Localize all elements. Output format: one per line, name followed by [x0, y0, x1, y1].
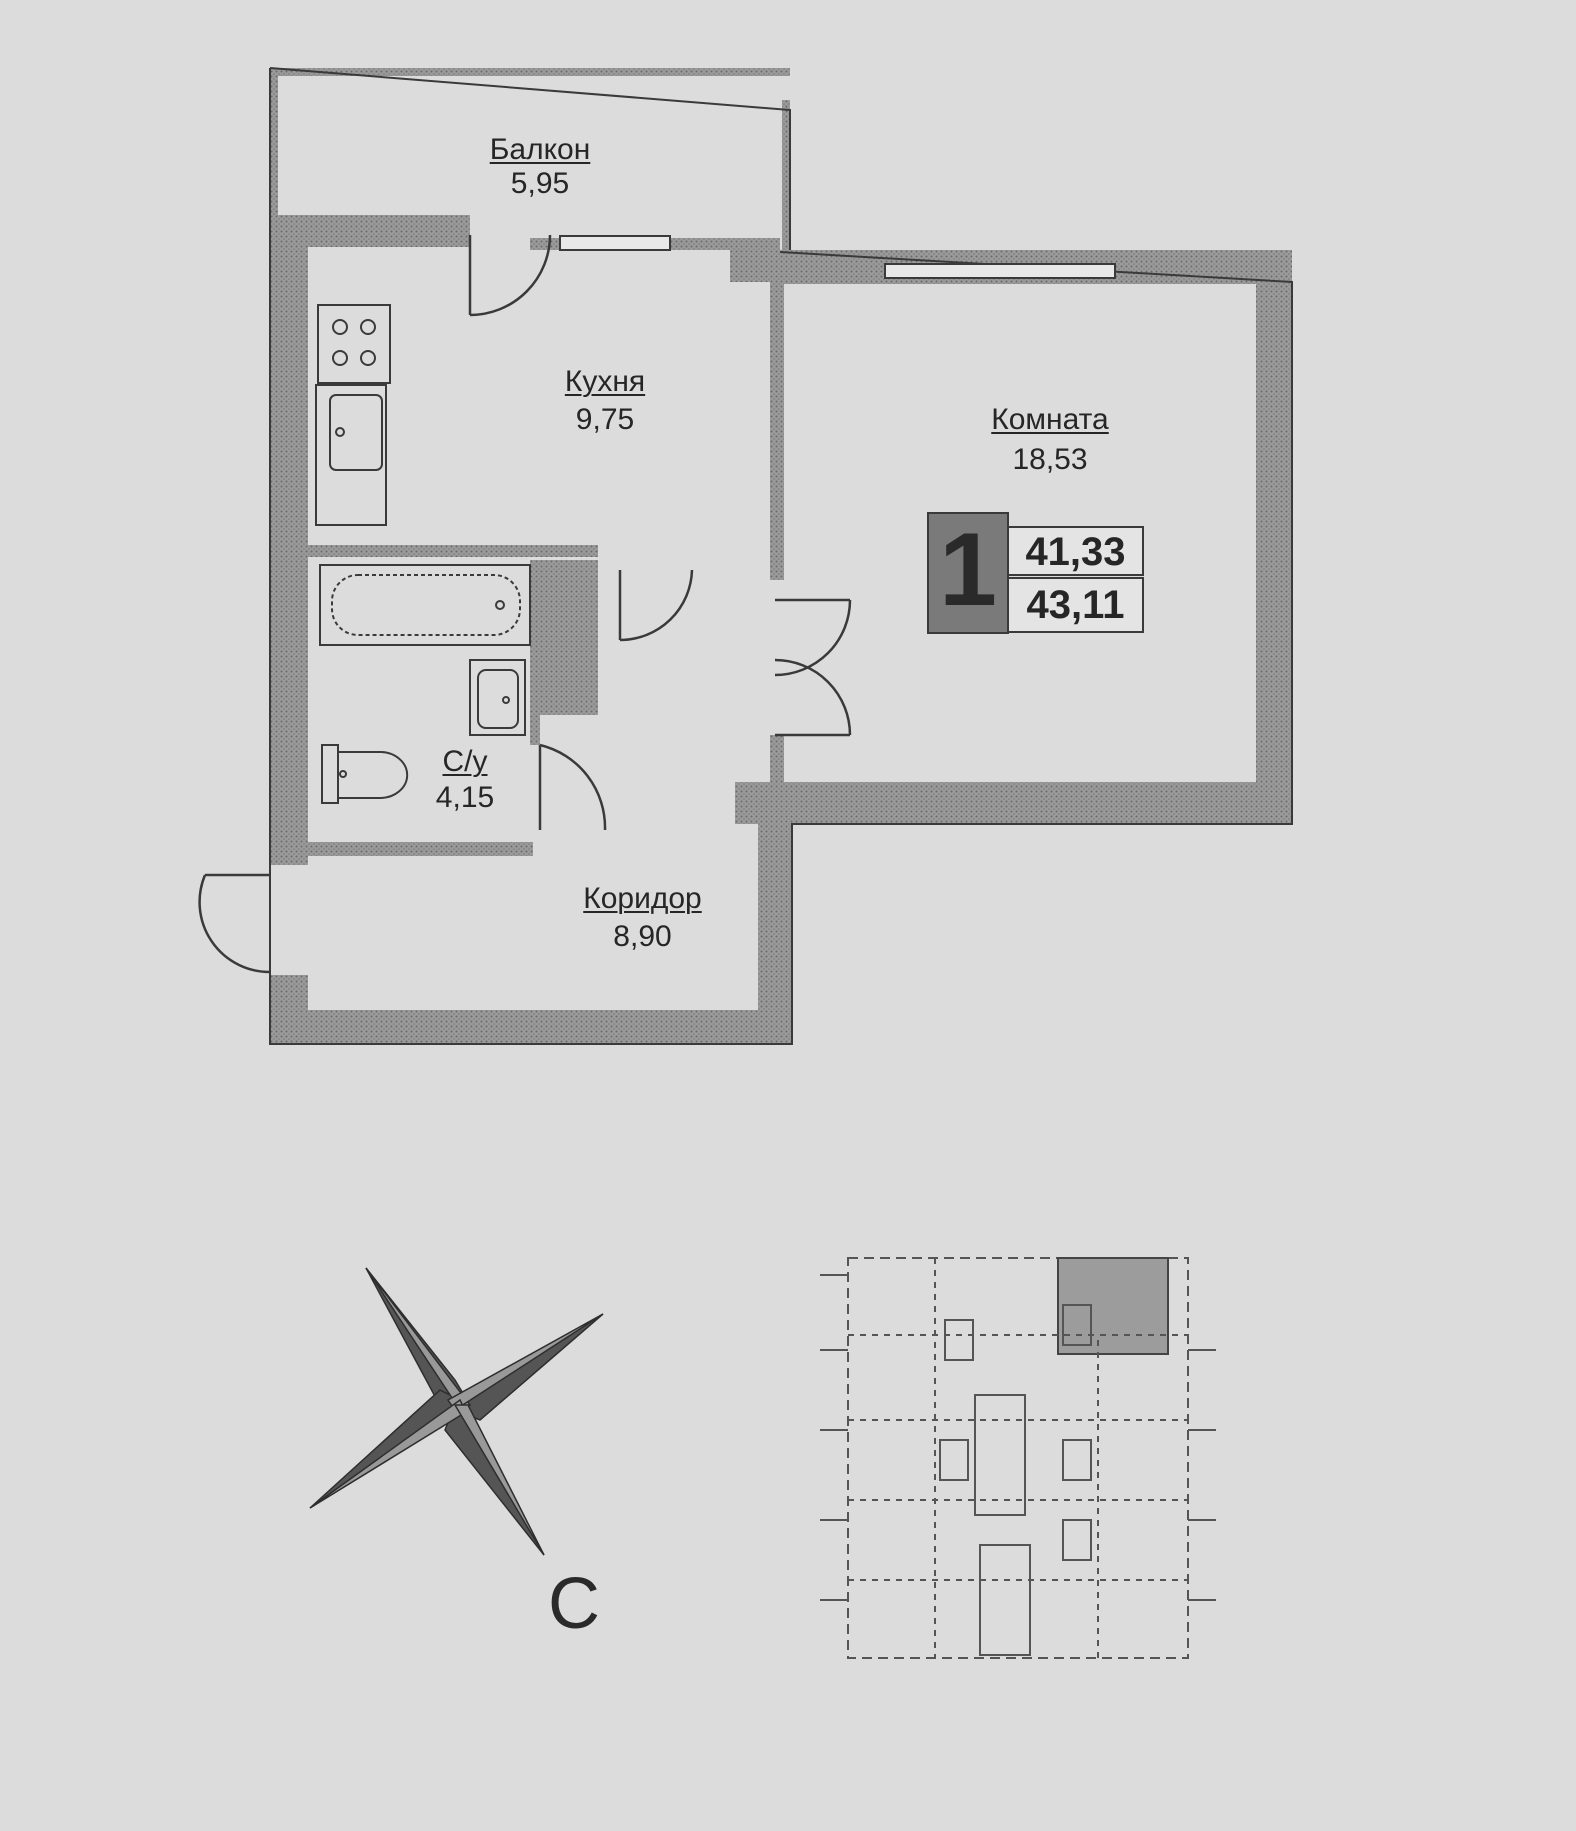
doors — [198, 234, 852, 974]
room-balcony-label: Балкон 5,95 — [440, 135, 640, 199]
room-kitchen-label: Кухня 9,75 — [500, 367, 710, 435]
stove-icon — [317, 304, 391, 384]
compass-north-letter: С — [548, 1564, 600, 1644]
building-key-plan — [820, 1257, 1216, 1659]
room-area: 5,95 — [510, 167, 570, 200]
room-name: Коридор — [583, 882, 702, 915]
walls — [270, 68, 1292, 1045]
bathtub-icon — [319, 564, 531, 646]
room-bathroom-label: С/у 4,15 — [410, 747, 520, 813]
badge-living-area: 41,33 — [1025, 530, 1126, 574]
room-area: 9,75 — [575, 403, 635, 436]
badge-total-area: 43,11 — [1026, 583, 1125, 627]
toilet-icon — [321, 744, 409, 804]
badge-rooms-count: 1 — [939, 512, 997, 628]
room-area: 4,15 — [435, 781, 495, 814]
room-name: Комната — [991, 403, 1109, 436]
room-name: Балкон — [489, 133, 591, 166]
kitchen-sink-icon — [315, 384, 387, 526]
room-name: С/у — [442, 745, 488, 778]
room-corridor-label: Коридор 8,90 — [535, 884, 750, 952]
room-main-label: Комната 18,53 — [935, 405, 1165, 475]
room-area: 18,53 — [1012, 443, 1088, 476]
area-badge — [927, 512, 1144, 634]
room-area: 8,90 — [613, 920, 672, 953]
wall-outlines — [269, 67, 1293, 1045]
room-name: Кухня — [564, 365, 646, 398]
windows — [559, 235, 1116, 279]
washbasin-icon — [469, 659, 526, 736]
compass-rose-icon — [309, 1267, 604, 1556]
